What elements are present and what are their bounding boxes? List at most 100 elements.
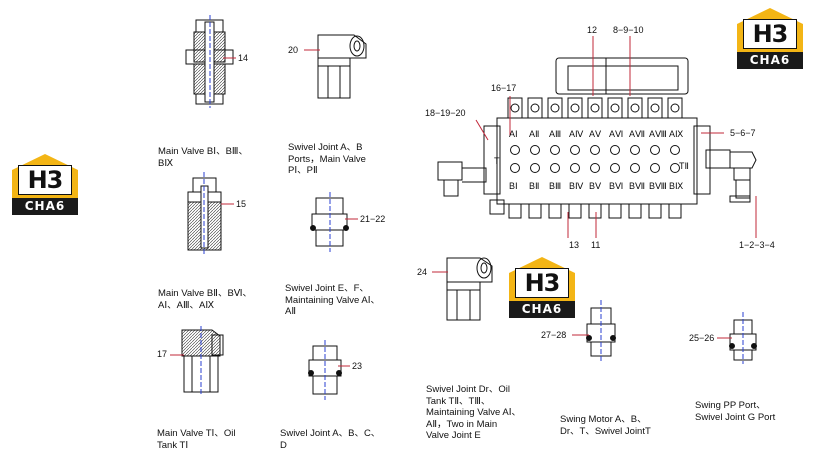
callout-12: 12 xyxy=(587,25,598,35)
fitting-20-drawing xyxy=(304,34,367,99)
valve-port-label-top: AⅠ xyxy=(509,129,518,139)
caption-swivel-joint-a-b-ports: Swivel Joint A、B Ports，Main Valve PⅠ、PⅡ xyxy=(288,142,366,176)
valve-spool-port xyxy=(630,163,640,173)
fitting-21-drawing xyxy=(310,192,358,252)
valve-spool-port xyxy=(630,145,640,155)
valve-port-label-top: AⅢ xyxy=(549,129,562,139)
valve-port-label-t2: TⅡ xyxy=(679,161,689,171)
valve-port-label-bottom: BⅠ xyxy=(509,181,518,191)
caption-swing-pp-port: Swing PP Port、 Swivel Joint G Port xyxy=(695,400,776,423)
fitting-25-drawing xyxy=(717,312,757,364)
valve-spool-port xyxy=(670,163,680,173)
part-number-21-22: 21−22 xyxy=(360,214,386,224)
valve-spool-port xyxy=(590,163,600,173)
main-valve-drawing xyxy=(437,36,757,238)
valve-port-label-top: AⅤ xyxy=(589,129,602,139)
valve-relief-cap-bore xyxy=(670,103,680,113)
valve-relief-cap xyxy=(527,97,543,119)
logo-band-text: CHA6 xyxy=(737,52,803,69)
logo-band-text: CHA6 xyxy=(509,301,575,318)
part-number-27-28: 27−28 xyxy=(541,330,567,340)
part-number-24: 24 xyxy=(417,267,428,277)
part-number-25-26: 25−26 xyxy=(689,333,715,343)
fitting-24-drawing xyxy=(432,257,493,321)
valve-relief-cap xyxy=(667,97,683,119)
logo-band-text: CHA6 xyxy=(12,198,78,215)
valve-spool-port xyxy=(650,163,660,173)
valve-port-label-bottom: BⅨ xyxy=(669,181,684,191)
fitting-17-drawing xyxy=(170,326,224,396)
valve-port-label-t: T xyxy=(494,156,500,166)
caption-swivel-joint-e-f: Swivel Joint E、F、 Maintaining Valve AⅠ、 … xyxy=(285,283,381,317)
valve-relief-cap xyxy=(587,97,603,119)
valve-bottom-plug xyxy=(528,203,542,219)
valve-spool-port xyxy=(530,145,540,155)
fitting-14-drawing xyxy=(185,15,236,108)
valve-bottom-plug xyxy=(668,203,682,219)
valve-bottom-plug xyxy=(628,203,642,219)
valve-relief-cap-bore xyxy=(630,103,640,113)
valve-spool-port xyxy=(510,163,520,173)
caption-swing-motor: Swing Motor A、B、 Dr、T、Swivel JointT xyxy=(560,414,651,437)
fitting-23-drawing xyxy=(308,340,350,400)
callout-8-9-10: 8−9−10 xyxy=(613,25,644,35)
brand-logo-top-right: H3 CHA6 xyxy=(737,8,803,70)
valve-bottom-plug xyxy=(648,203,662,219)
callout-5-6-7: 5−6−7 xyxy=(730,128,756,138)
valve-relief-cap-bore xyxy=(650,103,660,113)
valve-spool-port xyxy=(610,163,620,173)
caption-swivel-joint-a-b-c-d: Swivel Joint A、B、C、 D xyxy=(280,428,381,451)
valve-port-label-top: AⅥ xyxy=(609,129,624,139)
valve-port-label-top: AⅧ xyxy=(649,129,667,139)
brand-logo-left: H3 CHA6 xyxy=(12,154,78,216)
callout-18-19-20: 18−19−20 xyxy=(425,108,466,118)
valve-spool-port xyxy=(510,145,520,155)
valve-relief-cap-bore xyxy=(610,103,620,113)
caption-swivel-joint-dr: Swivel Joint Dr、Oil Tank TⅡ、TⅢ、 Maintain… xyxy=(426,384,522,441)
valve-port-label-top: AⅡ xyxy=(529,129,540,139)
valve-spool-port xyxy=(670,145,680,155)
valve-port-label-bottom: BⅣ xyxy=(569,181,584,191)
valve-bottom-plug xyxy=(608,203,622,219)
valve-spool-port xyxy=(530,163,540,173)
fitting-27-drawing xyxy=(572,300,616,362)
valve-bottom-plug xyxy=(508,203,522,219)
callout-16-17: 16−17 xyxy=(491,83,517,93)
valve-spool-port xyxy=(550,163,560,173)
part-number-20: 20 xyxy=(288,45,299,55)
valve-spool-port xyxy=(590,145,600,155)
valve-relief-cap xyxy=(547,97,563,119)
caption-main-valve-b2-b6: Main Valve BⅡ、BⅥ、 AⅠ、AⅢ、AⅨ xyxy=(158,288,253,311)
valve-relief-cap-bore xyxy=(510,103,520,113)
valve-bottom-plug xyxy=(568,203,582,219)
valve-port-label-bottom: BⅥ xyxy=(609,181,624,191)
part-number-23: 23 xyxy=(352,361,363,371)
valve-spool-port xyxy=(570,163,580,173)
valve-spool-port xyxy=(550,145,560,155)
valve-port-label-top: AⅨ xyxy=(669,129,684,139)
valve-port-label-bottom: BⅢ xyxy=(549,181,562,191)
valve-relief-cap-bore xyxy=(570,103,580,113)
valve-port-label-bottom: BⅦ xyxy=(629,181,646,191)
valve-spool-port xyxy=(650,145,660,155)
part-number-15: 15 xyxy=(236,199,247,209)
valve-port-label-top: AⅦ xyxy=(629,129,646,139)
callout-11: 11 xyxy=(591,240,601,250)
brand-logo-center: H3 CHA6 xyxy=(509,257,575,319)
caption-main-valve-b1-b3-b9: Main Valve BⅠ、BⅢ、 BⅨ xyxy=(158,146,248,169)
valve-port-label-bottom: BⅤ xyxy=(589,181,602,191)
logo-h3-text: H3 xyxy=(743,19,797,49)
valve-spool-port xyxy=(610,145,620,155)
valve-bottom-plug xyxy=(588,203,602,219)
valve-relief-cap xyxy=(607,97,623,119)
caption-main-valve-t1: Main Valve TⅠ、Oil Tank TⅠ xyxy=(157,428,236,451)
valve-relief-cap-bore xyxy=(590,103,600,113)
part-number-14: 14 xyxy=(238,53,249,63)
valve-spool-port xyxy=(570,145,580,155)
valve-relief-cap-bore xyxy=(550,103,560,113)
logo-h3-text: H3 xyxy=(515,268,569,298)
fitting-15-drawing xyxy=(187,172,234,255)
part-number-17: 17 xyxy=(157,349,168,359)
callout-1-2-3-4: 1−2−3−4 xyxy=(739,240,775,250)
